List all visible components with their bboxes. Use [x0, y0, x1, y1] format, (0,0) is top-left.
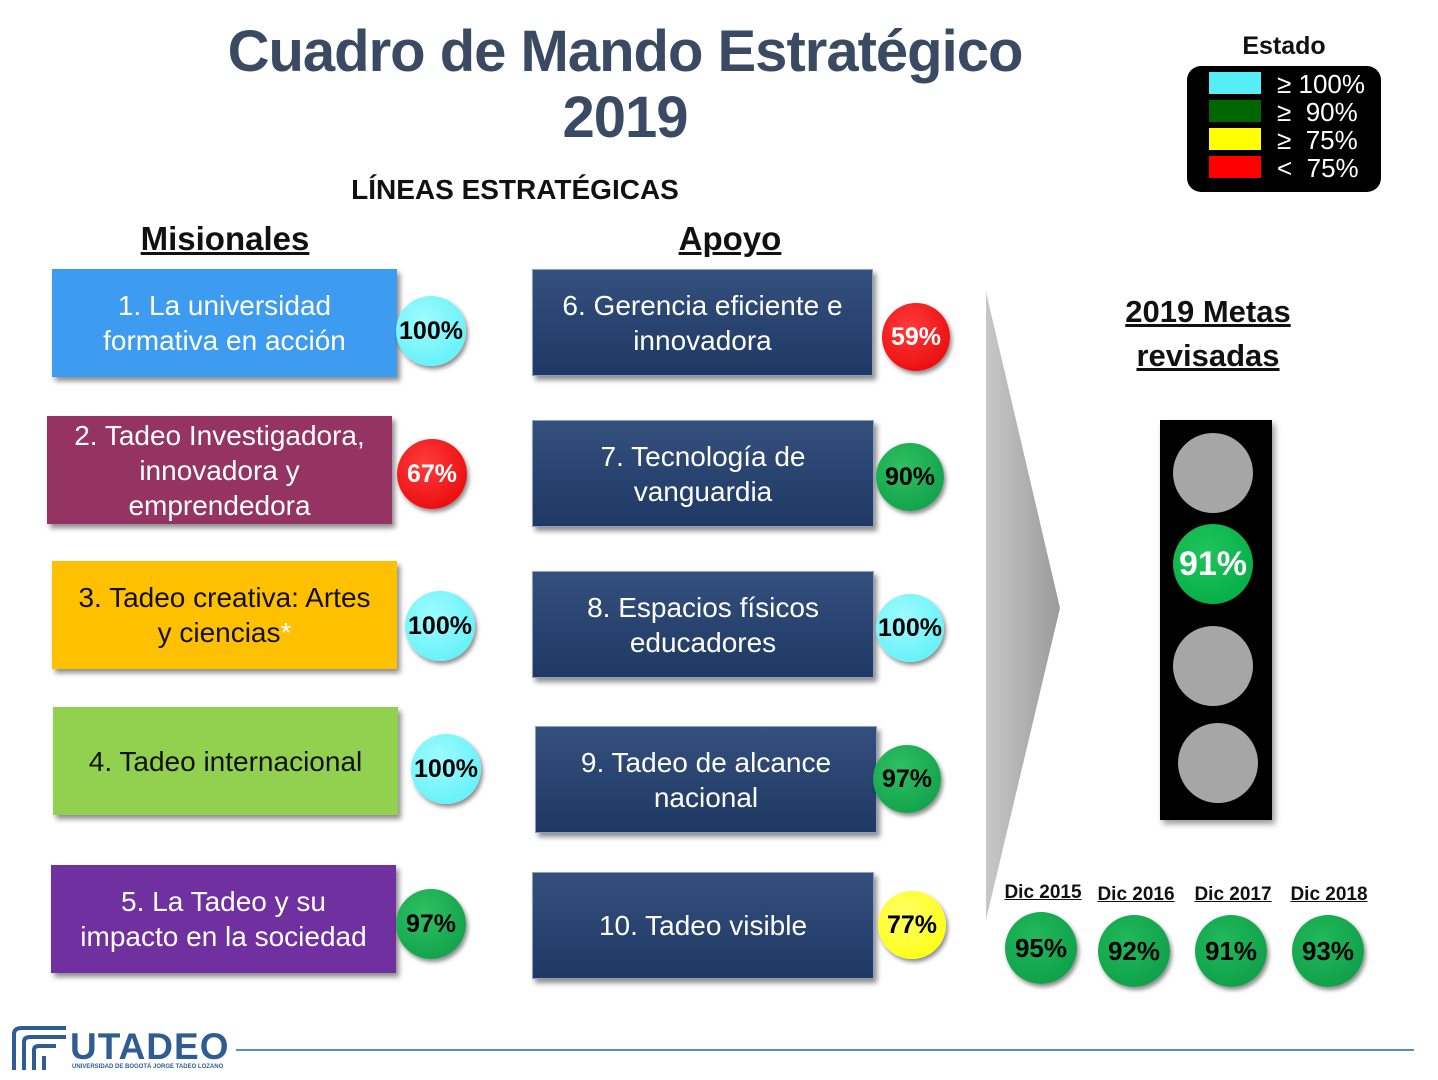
line-label: 2. Tadeo Investigadora, — [74, 419, 365, 451]
legend-label: ≥ 75% — [1277, 125, 1358, 155]
arrow-shape — [986, 292, 1060, 920]
footer-divider — [236, 1049, 1414, 1051]
line-label: 7. Tecnología de — [600, 440, 806, 472]
strategic-line-3[interactable]: 3. Tadeo creativa: Artes y ciencias* — [52, 561, 397, 669]
strategic-line-5[interactable]: 5. La Tadeo y su impacto en la sociedad — [51, 865, 396, 973]
line-label: educadores — [629, 626, 777, 658]
status-badge: 59% — [882, 303, 950, 371]
legend-swatch-green — [1209, 100, 1261, 122]
legend-swatch-red — [1209, 156, 1261, 178]
line-label: formativa en acción — [103, 325, 346, 356]
status-badge: 97% — [396, 889, 466, 959]
line-label: 8. Espacios físicos — [587, 591, 819, 623]
misionales-header: Misionales — [140, 220, 310, 257]
metas-title: 2019 Metas revisadas — [1100, 290, 1316, 378]
legend-item: < 75% — [1209, 153, 1379, 183]
status-legend: ≥ 100% ≥ 90% ≥ 75% < 75% — [1187, 66, 1381, 192]
status-badge: 100% — [405, 591, 475, 661]
asterisk-mark: * — [280, 617, 292, 648]
line-label: 3. Tadeo creativa: Artes — [78, 582, 371, 613]
line-label: 9. Tadeo de alcance — [580, 746, 832, 778]
legend-label: ≥ 90% — [1277, 97, 1358, 127]
traffic-light-off — [1178, 723, 1258, 803]
history-badge: 92% — [1098, 915, 1170, 987]
legend-swatch-cyan — [1209, 72, 1261, 94]
line-label: nacional — [653, 781, 759, 813]
status-badge: 97% — [873, 745, 941, 813]
history-label: Dic 2015 — [1004, 882, 1082, 903]
line-label: 6. Gerencia eficiente e — [562, 289, 843, 321]
traffic-light-active: 91% — [1173, 524, 1253, 604]
apoyo-header: Apoyo — [678, 220, 782, 257]
status-badge: 67% — [397, 439, 467, 509]
legend-label: < 75% — [1277, 153, 1359, 183]
status-badge: 100% — [396, 296, 466, 366]
strategic-line-4[interactable]: 4. Tadeo internacional — [53, 707, 398, 815]
line-label: innovadora — [633, 324, 772, 356]
history-label: Dic 2017 — [1194, 884, 1272, 905]
status-badge: 100% — [411, 734, 481, 804]
strategic-line-1[interactable]: 1. La universidad formativa en acción — [52, 269, 397, 377]
page-title-year: 2019 — [562, 85, 688, 150]
status-badge: 100% — [876, 594, 944, 662]
line-label: 1. La universidad — [117, 290, 332, 321]
line-label: innovadora y — [139, 454, 300, 486]
line-label: emprendedora — [128, 489, 311, 521]
history-badge: 95% — [1005, 912, 1077, 984]
legend-item: ≥ 90% — [1209, 97, 1379, 127]
legend-item: ≥ 100% — [1209, 69, 1379, 99]
metas-title-line: 2019 Metas — [1125, 294, 1291, 329]
status-badge: 77% — [878, 891, 946, 959]
history-badge: 91% — [1195, 915, 1267, 987]
legend-label: ≥ 100% — [1277, 69, 1365, 99]
legend-title: Estado — [1242, 32, 1326, 60]
metas-title-line: revisadas — [1136, 338, 1280, 373]
line-label: y ciencias — [157, 617, 281, 648]
line-label: 4. Tadeo internacional — [88, 745, 363, 777]
legend-swatch-yellow — [1209, 128, 1261, 150]
traffic-light: 91% — [1160, 420, 1272, 820]
section-subtitle: LÍNEAS ESTRATÉGICAS — [351, 174, 679, 205]
utadeo-logo-text: UTADEO — [70, 1026, 230, 1067]
line-label: 5. La Tadeo y su — [121, 886, 326, 917]
page-title: Cuadro de Mando Estratégico — [227, 19, 1024, 84]
traffic-light-off — [1173, 433, 1253, 513]
history-badge: 93% — [1292, 915, 1364, 987]
strategic-line-10[interactable]: 10. Tadeo visible — [532, 872, 874, 979]
legend-item: ≥ 75% — [1209, 125, 1379, 155]
line-label: impacto en la sociedad — [80, 921, 367, 952]
utadeo-logo-icon — [12, 1026, 66, 1070]
status-badge: 90% — [876, 443, 944, 511]
history-label: Dic 2018 — [1290, 884, 1368, 905]
traffic-light-off — [1173, 626, 1253, 706]
line-label: vanguardia — [633, 475, 773, 507]
history-label: Dic 2016 — [1097, 884, 1175, 905]
line-label: 10. Tadeo visible — [598, 910, 808, 941]
utadeo-logo-tagline: UNIVERSIDAD DE BOGOTÁ JORGE TADEO LOZANO — [72, 1064, 224, 1070]
